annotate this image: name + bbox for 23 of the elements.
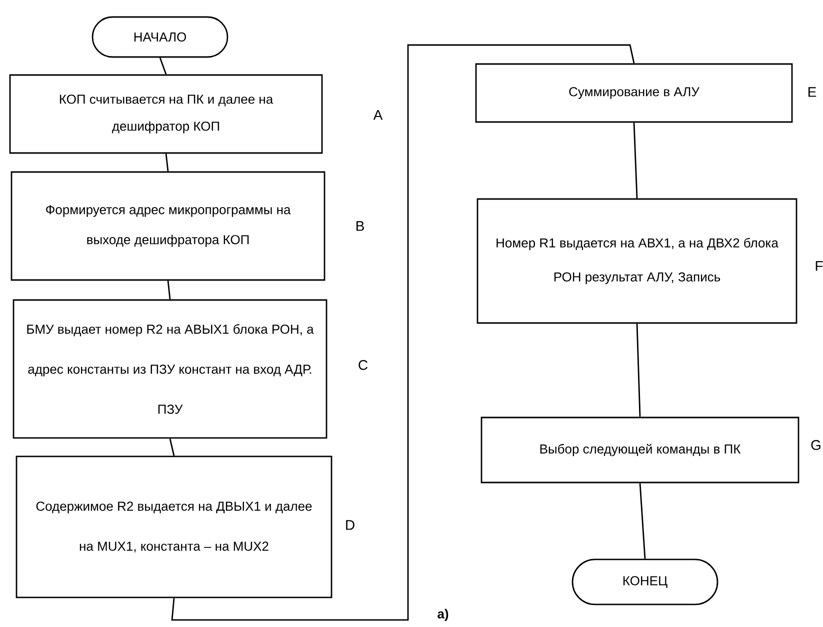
process-box: КОП считывается на ПК и далее на дешифратор КОП (9, 74, 323, 154)
connector-line (165, 154, 169, 172)
connector-line (636, 324, 641, 417)
process-box: Содержимое R2 выдается на ДВЫХ1 и далее на MUX1, константа – на MUX2 (16, 456, 332, 598)
connector-line (169, 438, 175, 456)
step-letter: C (358, 360, 368, 370)
step-letter: E (808, 87, 816, 97)
step-letter: A (373, 110, 383, 120)
figure-label: а) (438, 608, 448, 622)
connector-line (639, 483, 646, 559)
connector-line (159, 57, 167, 75)
connector-line (167, 280, 171, 300)
step-letter: D (346, 520, 354, 530)
connector-line (171, 44, 635, 621)
step-letter: B (356, 221, 364, 231)
process-box: БМУ выдает номер R2 на АВЫХ1 блока РОН, а адрес константы из ПЗУ констант на вход АДР. ПЗУ (12, 299, 328, 439)
step-letter: F (816, 261, 823, 271)
connector-line (633, 122, 638, 198)
process-box: Формируется адрес микропрограммы на выходе дешифратора КОП (10, 171, 326, 281)
step-letter: G (811, 440, 820, 450)
process-box: Номер R1 выдается на АВХ1, а на ДВХ2 блока РОН результат АЛУ, Запись (476, 198, 798, 324)
process-box: Выбор следующей команды в ПК (480, 416, 800, 484)
process-box: Суммирование в АЛУ (475, 63, 793, 123)
